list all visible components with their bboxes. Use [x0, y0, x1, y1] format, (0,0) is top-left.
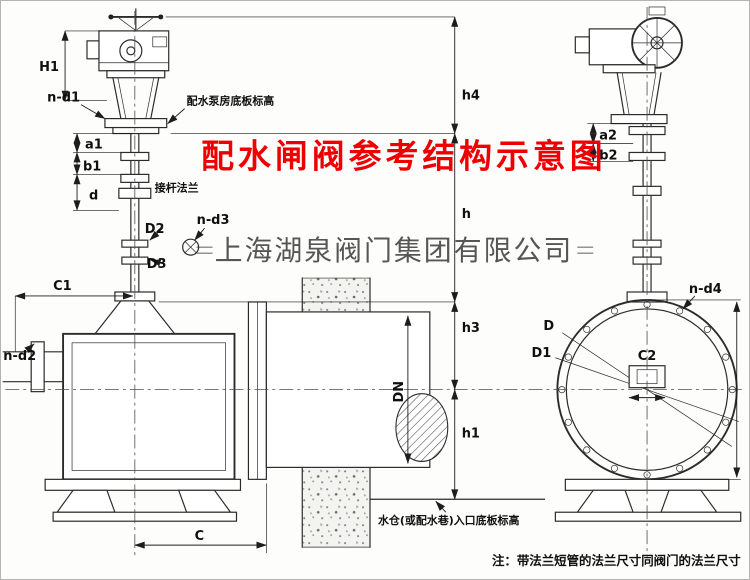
dim-h4: h4 [462, 89, 480, 104]
overlay-texts: 配水闸阀参考结构示意图 上海湖泉阀门集团有限公司 注：带法兰短管的法兰尺寸同阀门… [196, 136, 741, 568]
dimension-labels: H1 n-d1 a1 b1 d D2 D3 n-d3 C1 n-d2 DN h4… [3, 60, 721, 544]
dim-n-d4: n-d4 [689, 282, 722, 297]
dim-D3: D3 [147, 257, 167, 272]
dim-n-d1: n-d1 [47, 91, 80, 106]
concrete-wall [301, 277, 546, 548]
bolt-symbol [182, 238, 200, 256]
center-lines [5, 6, 745, 558]
bolt-holes [558, 300, 736, 479]
company-watermark: 上海湖泉阀门集团有限公司 [215, 234, 574, 267]
dim-DN: DN [392, 381, 407, 403]
inlet-stub [2, 341, 64, 393]
dim-C1: C1 [53, 279, 72, 294]
dim-d: d [89, 188, 98, 203]
dim-D: D [543, 319, 554, 334]
dim-h3: h3 [462, 321, 480, 336]
dim-n-d3: n-d3 [197, 213, 230, 228]
yoke-side [610, 72, 668, 125]
dim-h1: h1 [462, 426, 480, 441]
pump-house-floor-label: 配水泵房底板标高 [187, 94, 275, 108]
base-side [554, 478, 742, 522]
footnote: 注：带法兰短管的法兰尺寸同阀门的法兰尺寸 [492, 553, 741, 568]
section-hatch-ellipse [395, 393, 449, 462]
dim-D1: D1 [531, 346, 551, 361]
dim-b1: b1 [83, 159, 101, 174]
stem-front [114, 132, 200, 303]
valve-body-front [62, 300, 236, 481]
dim-D2: D2 [145, 222, 165, 237]
dimension-lines [14, 16, 741, 554]
dim-b2: b2 [599, 148, 617, 163]
outlet-pipe [247, 301, 449, 480]
dim-a2: a2 [599, 129, 617, 144]
annotation-labels: 配水泵房底板标高 接杆法兰 水仓(或配水巷)入口底板标高 [155, 94, 520, 528]
actuator-front [86, 8, 170, 79]
dim-C2: C2 [638, 349, 657, 364]
actuator-side [574, 6, 683, 74]
base-front [44, 478, 242, 522]
dim-a1: a1 [85, 137, 103, 152]
dim-n-d2: n-d2 [3, 349, 36, 364]
dim-H1: H1 [39, 60, 59, 75]
dim-C: C [195, 529, 204, 544]
stem-flange-label: 接杆法兰 [155, 180, 199, 194]
side-view [554, 6, 742, 522]
dim-h: h [462, 207, 471, 222]
page-title: 配水闸阀参考结构示意图 [201, 136, 606, 175]
inlet-floor-label: 水仓(或配水巷)入口底板标高 [378, 513, 519, 527]
watermark-marks [196, 246, 594, 254]
yoke-front [104, 77, 168, 135]
